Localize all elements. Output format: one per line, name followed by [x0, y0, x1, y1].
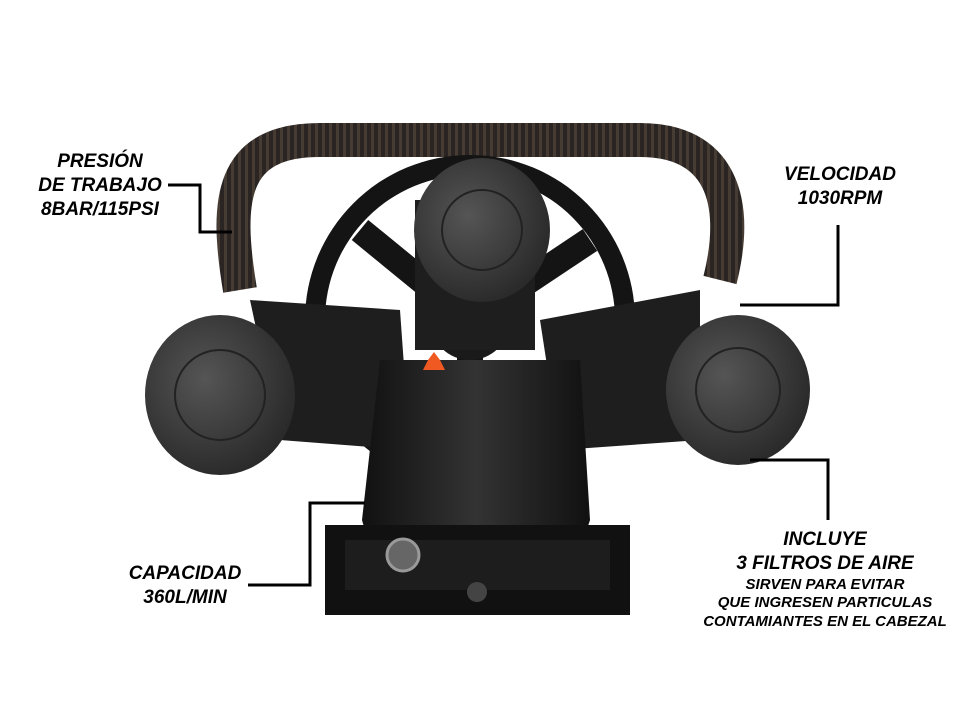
- filters-line4: QUE INGRESEN PARTICULAS: [717, 594, 933, 612]
- filters-callout: INCLUYE 3 FILTROS DE AIRE SIRVEN PARA EV…: [690, 528, 960, 632]
- orange-valve-icon: [423, 352, 445, 370]
- left-air-filter: [145, 315, 295, 475]
- crankcase: [362, 360, 590, 565]
- filters-line1: INCLUYE: [783, 529, 867, 550]
- right-air-filter: [666, 315, 810, 465]
- pressure-line2: DE TRABAJO: [38, 174, 162, 196]
- capacity-line1: CAPACIDAD: [128, 563, 242, 584]
- pressure-line1: PRESIÓN: [57, 151, 143, 172]
- speed-line1: VELOCIDAD: [784, 164, 896, 185]
- capacity-line2: 360L/MIN: [143, 586, 227, 608]
- pressure-leader-line: [168, 183, 232, 234]
- filters-line2: 3 FILTROS DE AIRE: [736, 552, 914, 574]
- speed-line2: 1030RPM: [797, 187, 883, 209]
- speed-leader-line: [740, 225, 840, 307]
- oil-sight-glass: [385, 537, 421, 573]
- capacity-leader-line: [248, 501, 365, 587]
- filters-leader-line: [750, 458, 830, 520]
- drain-plug: [467, 582, 487, 602]
- pressure-line3: 8BAR/115PSI: [41, 198, 159, 220]
- air-hose: [216, 123, 745, 293]
- capacity-callout: CAPACIDAD 360L/MIN: [110, 562, 260, 610]
- pressure-callout: PRESIÓN DE TRABAJO 8BAR/115PSI: [25, 150, 175, 221]
- top-air-filter: [414, 158, 550, 302]
- speed-callout: VELOCIDAD 1030RPM: [770, 163, 910, 211]
- filters-line3: SIRVEN PARA EVITAR: [745, 575, 905, 593]
- filters-line5: CONTAMIANTES EN EL CABEZAL: [703, 613, 947, 630]
